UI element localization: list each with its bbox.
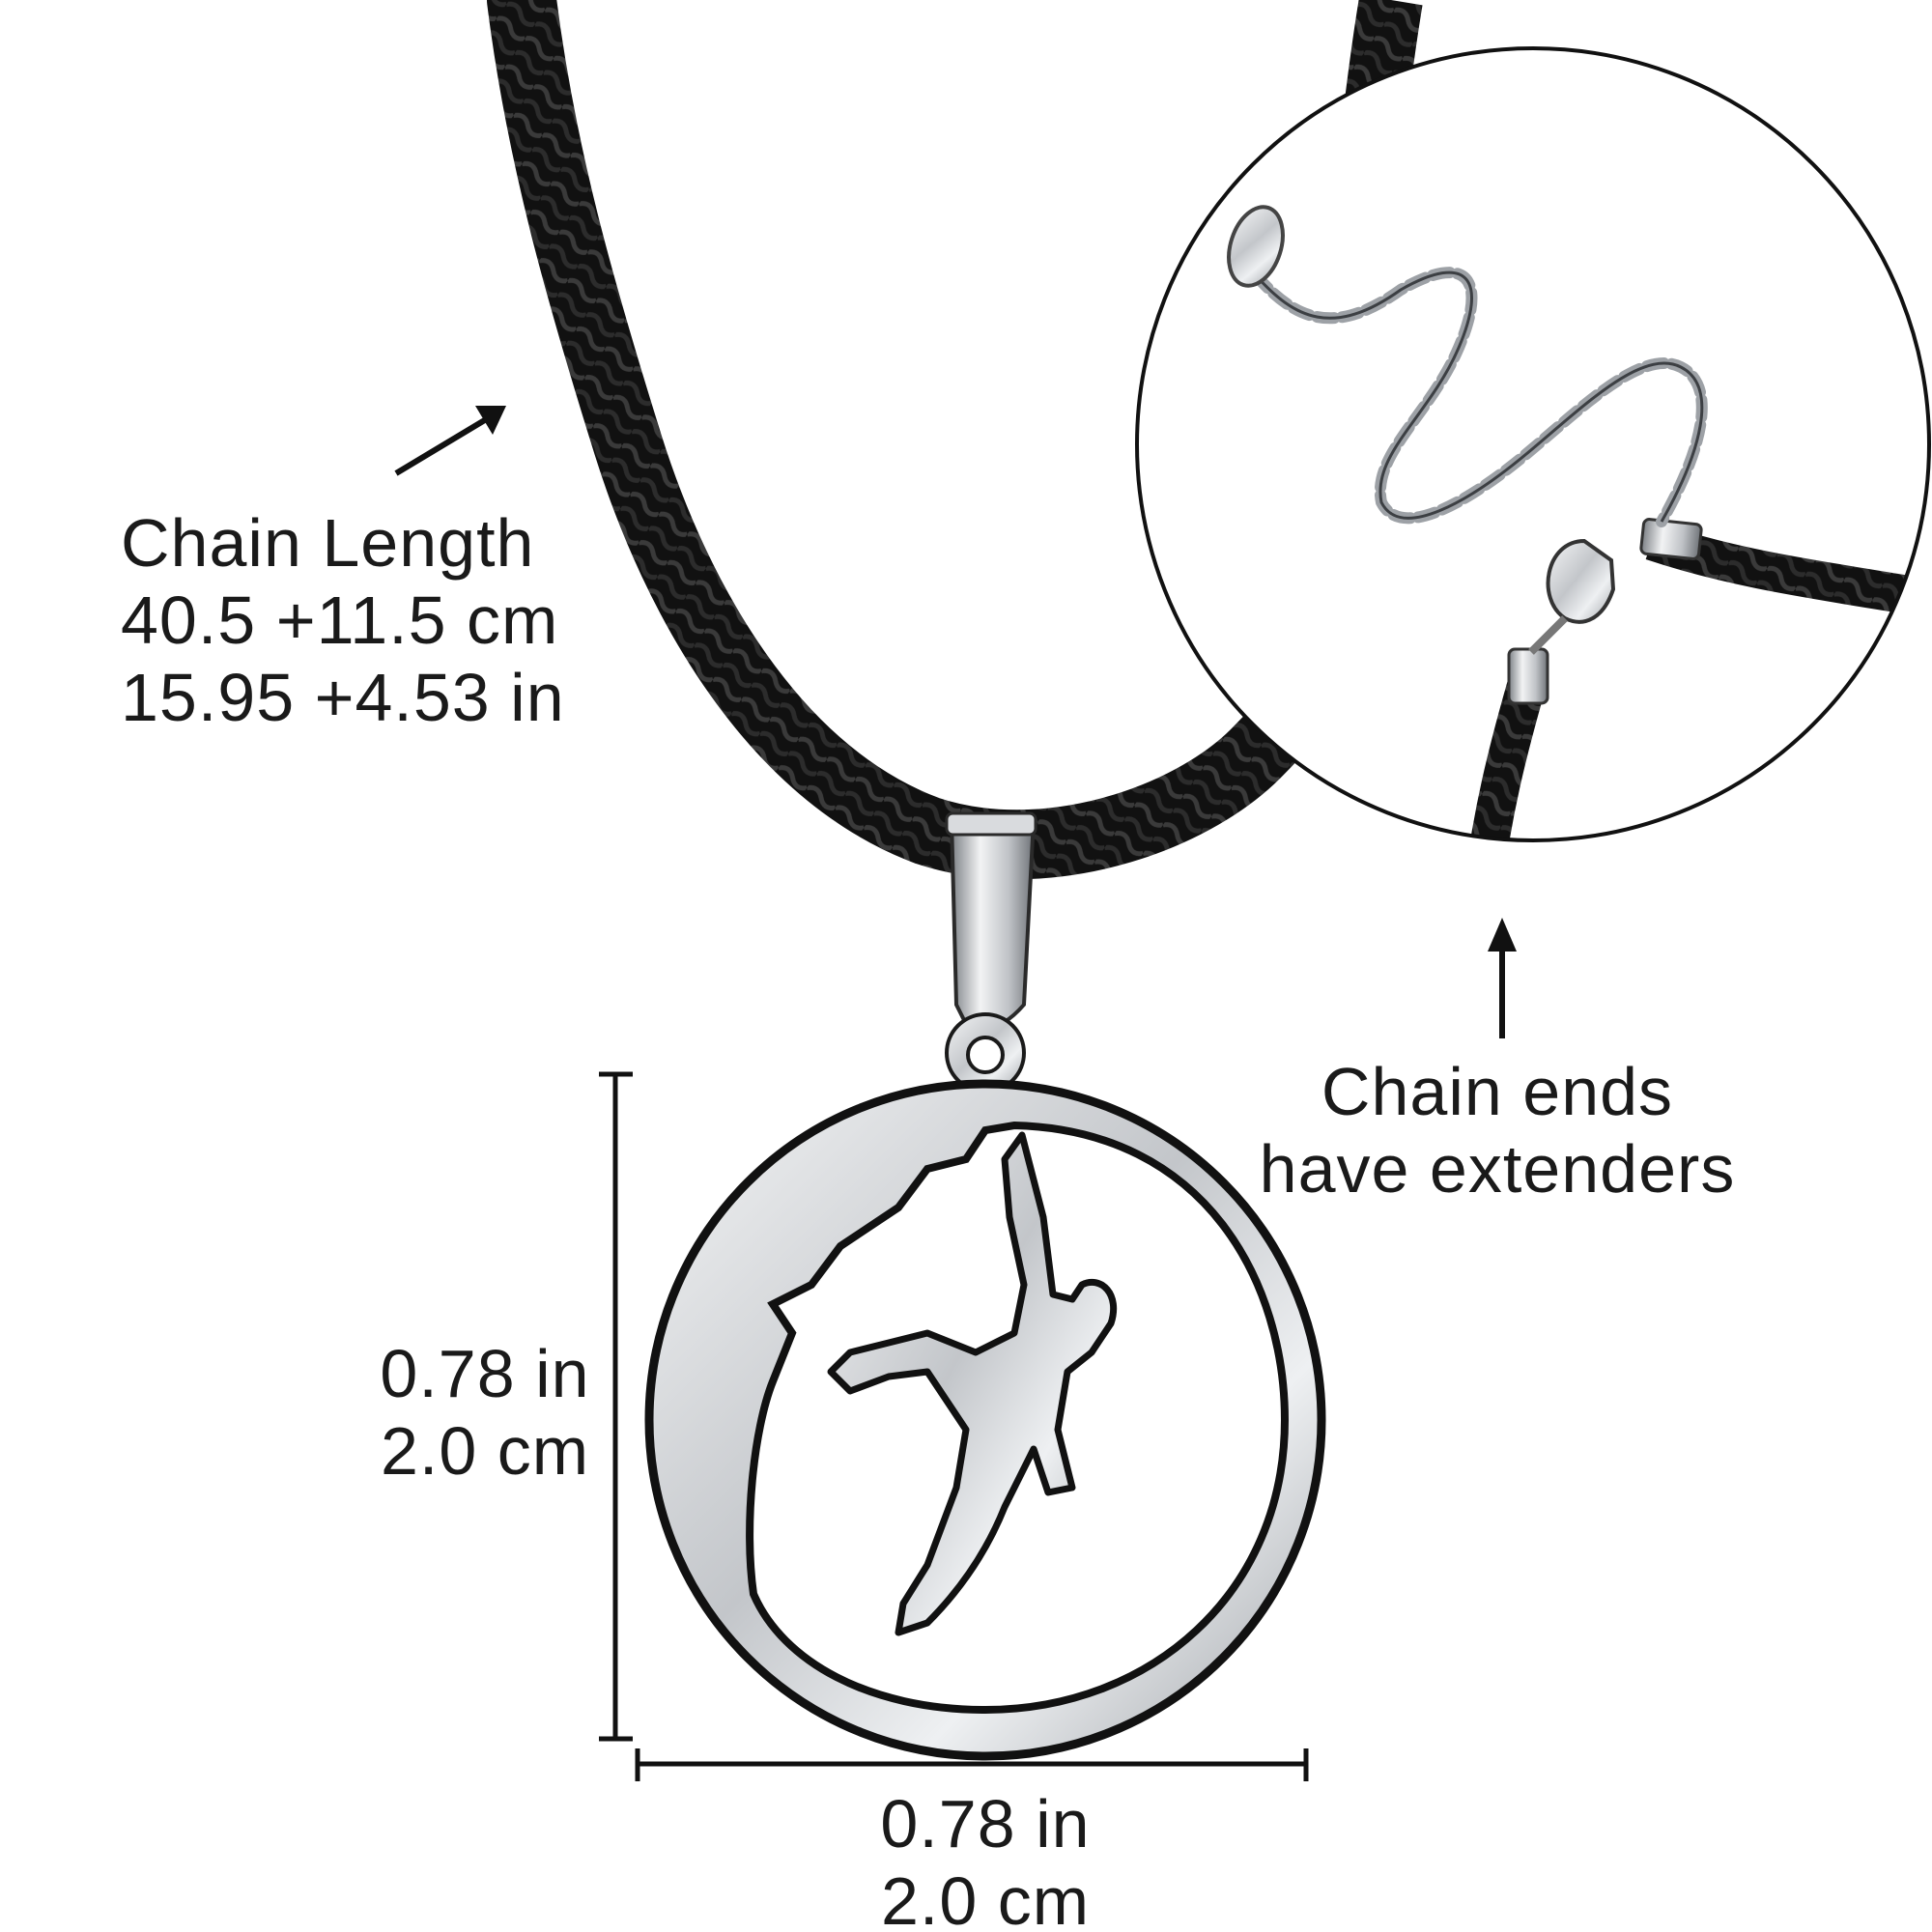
arrow-up-right-icon <box>394 406 506 476</box>
chain-length-title: Chain Length <box>121 505 535 581</box>
pendant-height-cm: 2.0 cm <box>380 1413 590 1489</box>
pendant-width-in: 0.78 in <box>880 1786 1091 1861</box>
height-dimension-line <box>599 1071 633 1742</box>
extender-note-line1: Chain ends <box>1321 1054 1674 1129</box>
chain-length-cm: 40.5 +11.5 cm <box>121 582 559 658</box>
pendant-width-label: 0.78 in 2.0 cm <box>860 1785 1111 1932</box>
chain-length-label: Chain Length 40.5 +11.5 cm 15.95 +4.53 i… <box>121 504 565 736</box>
arrow-up-icon <box>1488 918 1517 1038</box>
extender-note: Chain ends have extenders <box>1256 1053 1739 1208</box>
pendant-bail <box>945 811 1037 1031</box>
pendant-width-cm: 2.0 cm <box>880 1863 1091 1932</box>
extender-inset <box>1135 46 1931 842</box>
chain-length-in: 15.95 +4.53 in <box>121 660 565 735</box>
extender-note-line2: have extenders <box>1259 1131 1736 1207</box>
pendant-height-in: 0.78 in <box>380 1336 590 1411</box>
pendant-height-label: 0.78 in 2.0 cm <box>379 1335 591 1490</box>
width-dimension-line <box>635 1748 1309 1781</box>
climber-pendant <box>644 1079 1326 1761</box>
pendant-loop <box>945 1012 1026 1094</box>
